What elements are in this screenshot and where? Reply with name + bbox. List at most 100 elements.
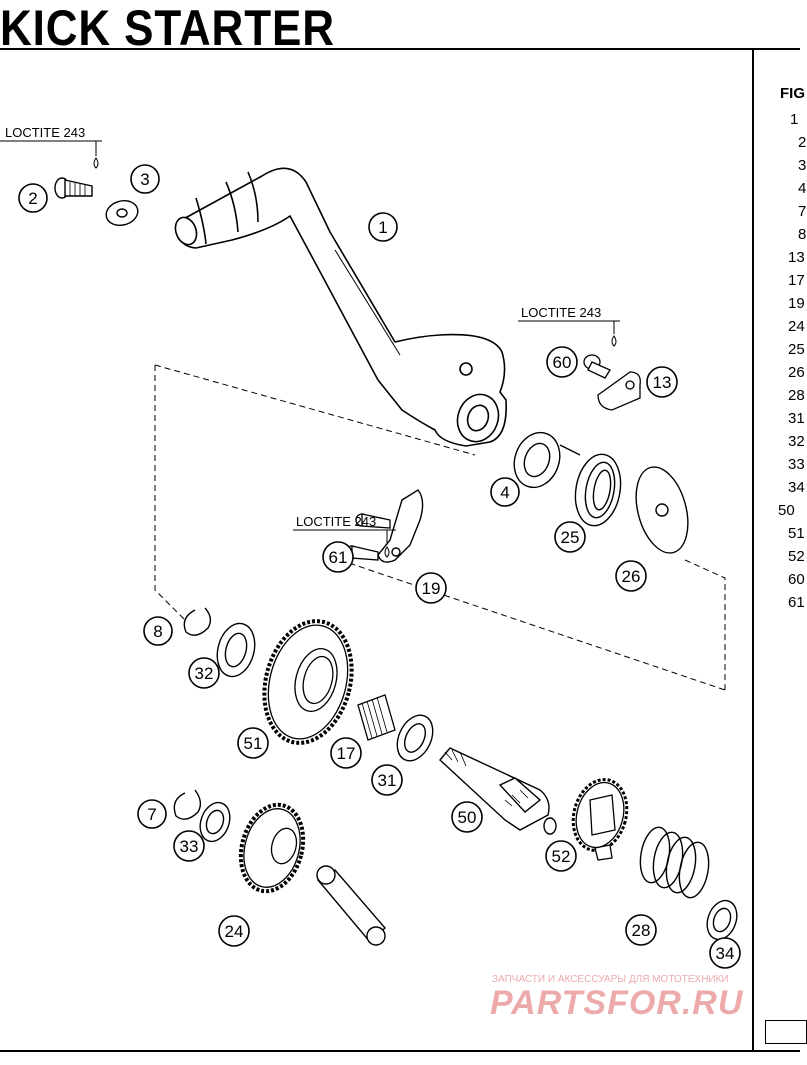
callout-label: 34 xyxy=(716,944,735,963)
washer-4 xyxy=(513,431,561,489)
parts-list-row: 8 xyxy=(798,226,807,243)
kick-shaft-50 xyxy=(439,747,557,835)
callout-17: 17 xyxy=(330,737,362,769)
parts-list-row: 28 xyxy=(788,387,805,404)
parts-list-row: 52 xyxy=(788,548,805,565)
callout-label: 61 xyxy=(329,548,348,567)
callout-label: 1 xyxy=(378,218,387,237)
parts-list-column: FIG 1 2 3 4 7 8 13 17 19 24 25 26 28 31 … xyxy=(756,85,806,685)
callout-label: 51 xyxy=(244,734,263,753)
loctite-text: LOCTITE 243 xyxy=(521,305,601,320)
parts-list-row: 19 xyxy=(788,295,805,312)
frame-right-rule xyxy=(752,48,754,1052)
callout-label: 4 xyxy=(500,483,509,502)
parts-list-row: 17 xyxy=(788,272,805,289)
loctite-text: LOCTITE 243 xyxy=(5,125,85,140)
callout-33: 33 xyxy=(173,830,205,862)
kick-spring-25 xyxy=(559,444,622,527)
exploded-parts-diagram: LOCTITE 243 LOCTITE 243 LOCTITE 243 1 2 … xyxy=(0,125,741,969)
callout-50: 50 xyxy=(451,801,483,833)
callout-2: 2 xyxy=(18,183,48,213)
callout-19: 19 xyxy=(415,572,447,604)
callout-13: 13 xyxy=(646,366,678,398)
washer-3 xyxy=(105,199,139,227)
parts-list-row: 2 xyxy=(798,134,807,151)
callout-24: 24 xyxy=(218,915,250,947)
parts-list-row: 32 xyxy=(788,433,805,450)
loctite-label-1: LOCTITE 243 xyxy=(0,125,102,169)
washer-33 xyxy=(199,801,231,843)
page-title: KICK STARTER xyxy=(0,0,335,56)
callout-51: 51 xyxy=(237,727,269,759)
callouts: 1 2 3 4 7 8 13 17 19 24 25 26 28 31 32 3… xyxy=(18,164,741,969)
gear-24 xyxy=(238,802,306,894)
ratchet-52 xyxy=(571,778,629,861)
callout-label: 25 xyxy=(561,528,580,547)
frame-bottom-rule xyxy=(0,1050,800,1052)
parts-list-row: 33 xyxy=(788,456,805,473)
parts-list-row: 24 xyxy=(788,318,805,335)
parts-list-row: 34 xyxy=(788,479,805,496)
callout-34: 34 xyxy=(709,937,741,969)
callout-25: 25 xyxy=(554,521,586,553)
watermark-tagline: ЗАПЧАСТИ И АКСЕССУАРЫ ДЛЯ МОТОТЕХНИКИ xyxy=(492,974,729,985)
corner-box xyxy=(765,1020,807,1044)
plate-13 xyxy=(597,371,641,411)
callout-label: 24 xyxy=(225,922,244,941)
washer-32 xyxy=(216,622,256,678)
drop-icon xyxy=(93,157,99,169)
washer-31 xyxy=(396,714,434,762)
drop-icon xyxy=(384,546,390,558)
callout-32: 32 xyxy=(188,657,220,689)
circlip-7 xyxy=(173,789,202,820)
callout-60: 60 xyxy=(546,346,578,378)
loctite-text: LOCTITE 243 xyxy=(296,514,376,529)
callout-7: 7 xyxy=(137,799,167,829)
callout-3: 3 xyxy=(130,164,160,194)
ratchet-guide-19 xyxy=(377,489,424,563)
parts-list-row: 31 xyxy=(788,410,805,427)
parts-list-row: 25 xyxy=(788,341,805,358)
disc-26 xyxy=(635,466,689,554)
callout-31: 31 xyxy=(371,764,403,796)
parts-list-row: 13 xyxy=(788,249,805,266)
parts-list-row: 4 xyxy=(798,180,807,197)
parts-list-row: 50 xyxy=(778,502,795,519)
parts-list-row: 61 xyxy=(788,594,805,611)
bushing-pin xyxy=(316,865,386,946)
callout-label: 28 xyxy=(632,921,651,940)
watermark-logo: PARTSFOR.RU xyxy=(490,984,744,1022)
parts-list-row: 7 xyxy=(798,203,807,220)
callout-label: 50 xyxy=(458,808,477,827)
callout-label: 17 xyxy=(337,744,356,763)
callout-label: 26 xyxy=(622,567,641,586)
callout-label: 13 xyxy=(653,373,672,392)
parts-list-row: 26 xyxy=(788,364,805,381)
loctite-label-3: LOCTITE 243 xyxy=(293,514,396,558)
callout-label: 2 xyxy=(28,189,37,208)
callout-8: 8 xyxy=(143,616,173,646)
circlip-8 xyxy=(183,607,212,636)
parts-list-row: 3 xyxy=(798,157,807,174)
callout-label: 8 xyxy=(153,622,162,641)
loctite-label-2: LOCTITE 243 xyxy=(518,305,620,347)
callout-label: 32 xyxy=(195,664,214,683)
callout-61: 61 xyxy=(322,541,354,573)
callout-label: 7 xyxy=(147,805,156,824)
callout-label: 3 xyxy=(140,170,149,189)
callout-28: 28 xyxy=(625,914,657,946)
callout-label: 31 xyxy=(378,771,397,790)
needle-bearing-17 xyxy=(357,694,396,741)
parts-list-row: 60 xyxy=(788,571,805,588)
dashed-assembly-lines xyxy=(154,364,726,691)
callout-label: 52 xyxy=(552,847,571,866)
callout-label: 60 xyxy=(553,353,572,372)
drop-icon xyxy=(611,335,617,347)
washer-34 xyxy=(706,899,738,941)
kick-lever xyxy=(174,167,507,447)
parts-list-row: 51 xyxy=(788,525,805,542)
gear-51 xyxy=(262,619,354,745)
callout-label: 19 xyxy=(422,579,441,598)
callout-52: 52 xyxy=(545,840,577,872)
parts-list-header: FIG xyxy=(780,85,805,102)
